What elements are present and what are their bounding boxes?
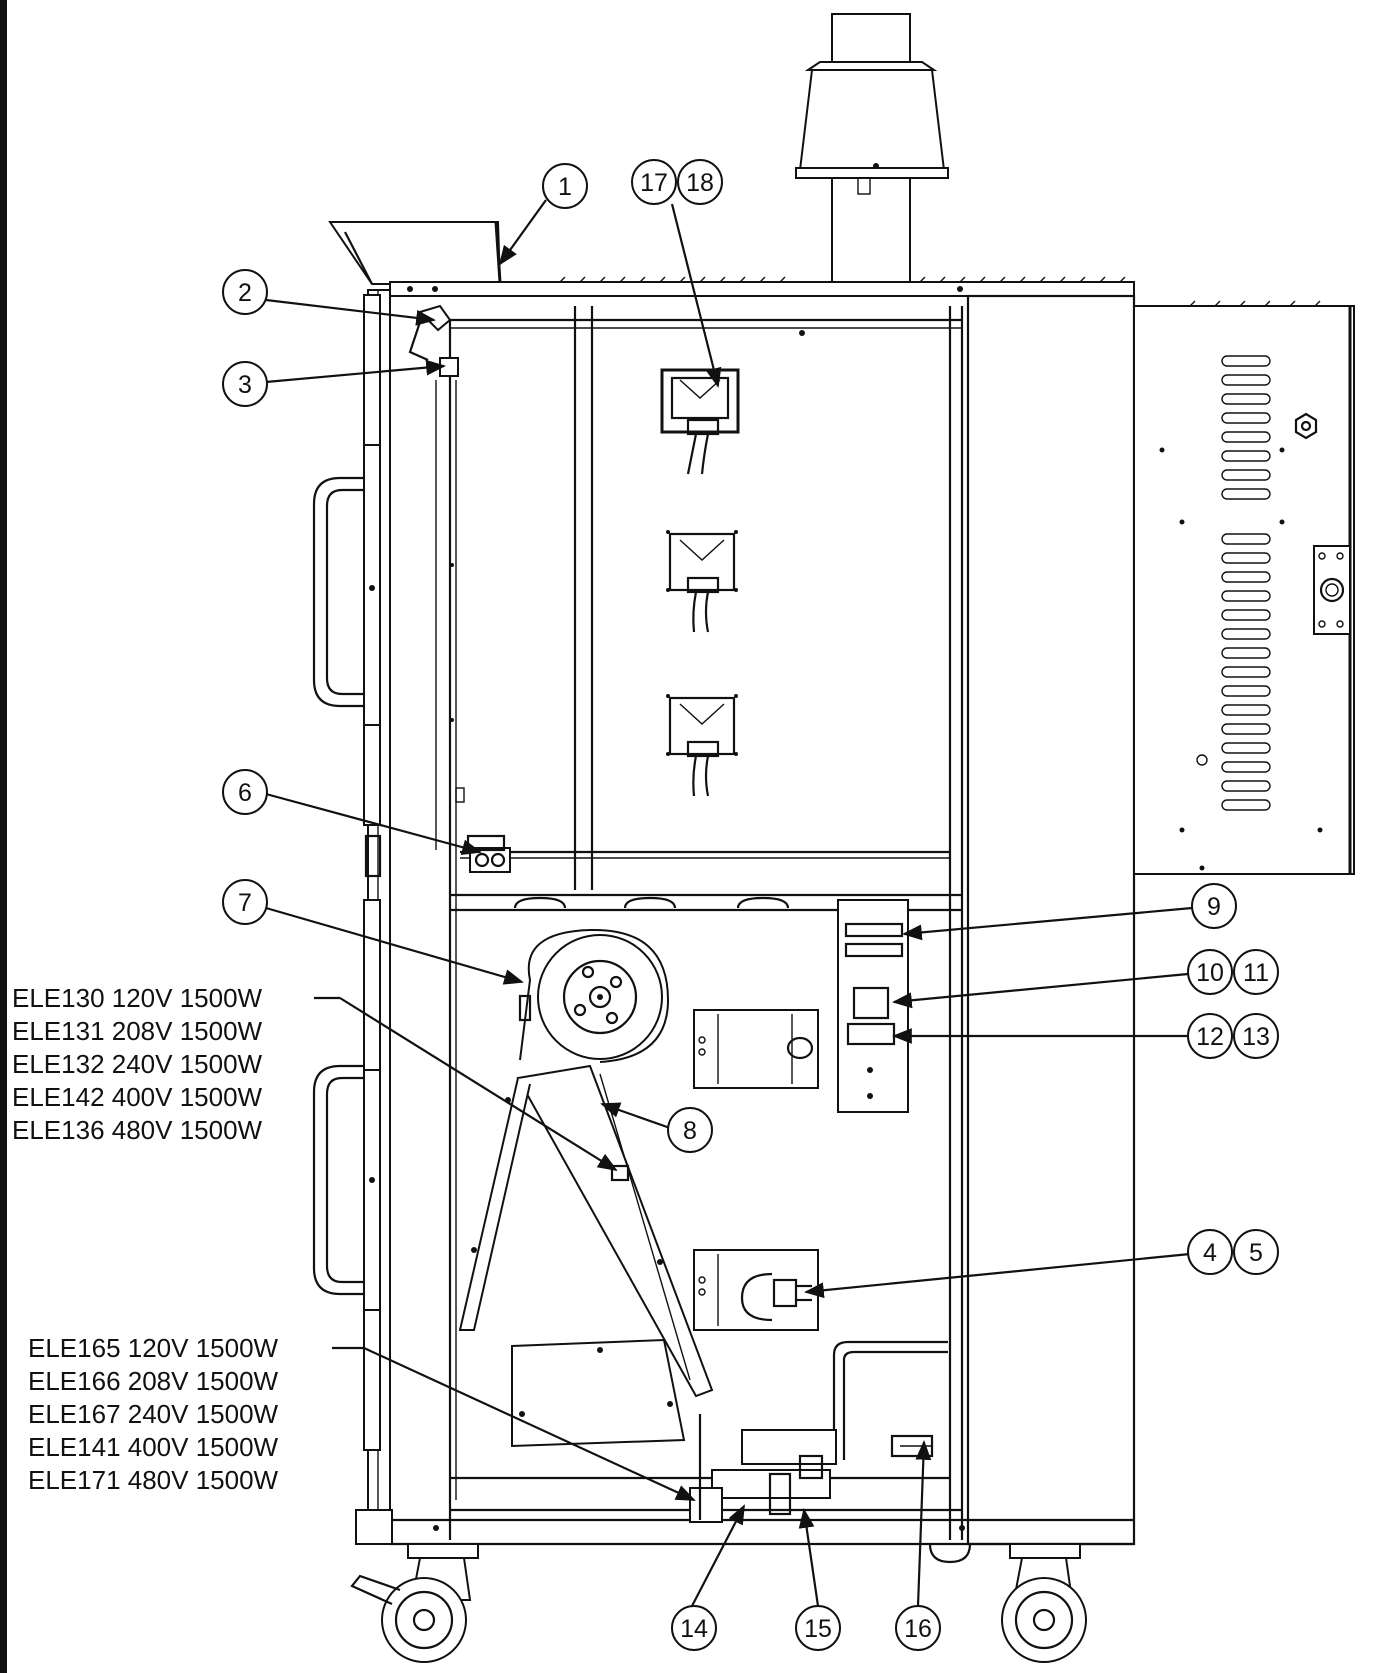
- callout-11-label: 11: [1243, 959, 1269, 987]
- callout-1: 1: [542, 163, 588, 209]
- hex-nut-icon: [1294, 412, 1318, 440]
- callout-6: 6: [222, 769, 268, 815]
- caster-right: [1001, 1543, 1087, 1663]
- blower-fan: [518, 928, 670, 1063]
- heater-labels-upper: ELE130 120V 1500W ELE131 208V 1500W ELE1…: [12, 983, 263, 1145]
- heater-label-lower-3: ELE167 240V 1500W: [28, 1399, 279, 1429]
- heater-label-upper-2: ELE131 208V 1500W: [12, 1016, 263, 1046]
- heater-label-upper-1: ELE130 120V 1500W: [12, 983, 263, 1013]
- lower-door-handle: [312, 1064, 364, 1296]
- callout-18: 18: [677, 159, 723, 205]
- callout-8-label: 8: [683, 1117, 697, 1145]
- callout-5: 5: [1233, 1229, 1279, 1275]
- callout-4-label: 4: [1203, 1239, 1217, 1267]
- callout-8: 8: [667, 1107, 713, 1153]
- base-trim: [355, 1509, 393, 1545]
- heater-label-upper-3: ELE132 240V 1500W: [12, 1049, 263, 1079]
- power-inlet: [1313, 545, 1351, 635]
- callout-9: 9: [1191, 883, 1237, 929]
- callout-13-label: 13: [1242, 1023, 1270, 1051]
- cover-plate-upper: [693, 1009, 819, 1089]
- callout-13: 13: [1233, 1013, 1279, 1059]
- callout-2: 2: [222, 269, 268, 315]
- callout-16: 16: [895, 1605, 941, 1651]
- heater-label-upper-4: ELE142 400V 1500W: [12, 1082, 263, 1112]
- callout-6-label: 6: [238, 779, 252, 807]
- callout-7-label: 7: [238, 889, 252, 917]
- element-socket-bottom: [666, 694, 738, 797]
- heater-label-lower-4: ELE141 400V 1500W: [28, 1432, 279, 1462]
- upper-door-handle: [312, 476, 364, 708]
- left-border: [0, 0, 7, 1673]
- light-fixture: [693, 1249, 819, 1331]
- heater-label-lower-2: ELE166 208V 1500W: [28, 1366, 279, 1396]
- heater-labels-lower: ELE165 120V 1500W ELE166 208V 1500W ELE1…: [28, 1333, 279, 1495]
- caster-left: [350, 1543, 479, 1663]
- drain-valve-assembly: [689, 1340, 972, 1564]
- callout-9-label: 9: [1207, 893, 1221, 921]
- callout-12: 12: [1187, 1013, 1233, 1059]
- callout-1-label: 1: [558, 173, 572, 201]
- callout-15-label: 15: [804, 1615, 832, 1643]
- callout-3: 3: [222, 361, 268, 407]
- thermostat: [466, 834, 511, 873]
- callout-4: 4: [1187, 1229, 1233, 1275]
- water-reservoir: [511, 1338, 686, 1448]
- callout-16-label: 16: [904, 1615, 932, 1643]
- door-edge: [363, 289, 391, 1541]
- callout-11: 11: [1233, 949, 1279, 995]
- callout-15: 15: [795, 1605, 841, 1651]
- callout-12-label: 12: [1196, 1023, 1224, 1051]
- cabinet-top: [389, 276, 1135, 297]
- callout-18-label: 18: [686, 169, 714, 197]
- callout-17-label: 17: [640, 169, 668, 197]
- heater-label-upper-5: ELE136 480V 1500W: [12, 1115, 263, 1145]
- control-box: [1133, 300, 1355, 875]
- callout-10-label: 10: [1196, 959, 1224, 987]
- contactor-panel: [837, 899, 909, 1113]
- callout-14-label: 14: [680, 1615, 708, 1643]
- element-socket-middle: [666, 530, 738, 633]
- callout-14: 14: [671, 1605, 717, 1651]
- leader-lines: [265, 199, 1193, 1607]
- heater-duct: [458, 1064, 714, 1398]
- vent-chimney: [795, 13, 949, 285]
- heater-label-lower-1: ELE165 120V 1500W: [28, 1333, 279, 1363]
- callout-2-label: 2: [238, 279, 252, 307]
- top-hood: [328, 221, 502, 285]
- cabinet-body: [389, 294, 1136, 1546]
- heater-label-lower-5: ELE171 480V 1500W: [28, 1465, 279, 1495]
- callout-17: 17: [631, 159, 677, 205]
- callout-3-label: 3: [238, 371, 252, 399]
- callout-10: 10: [1187, 949, 1233, 995]
- callout-7: 7: [222, 879, 268, 925]
- callout-5-label: 5: [1249, 1239, 1263, 1267]
